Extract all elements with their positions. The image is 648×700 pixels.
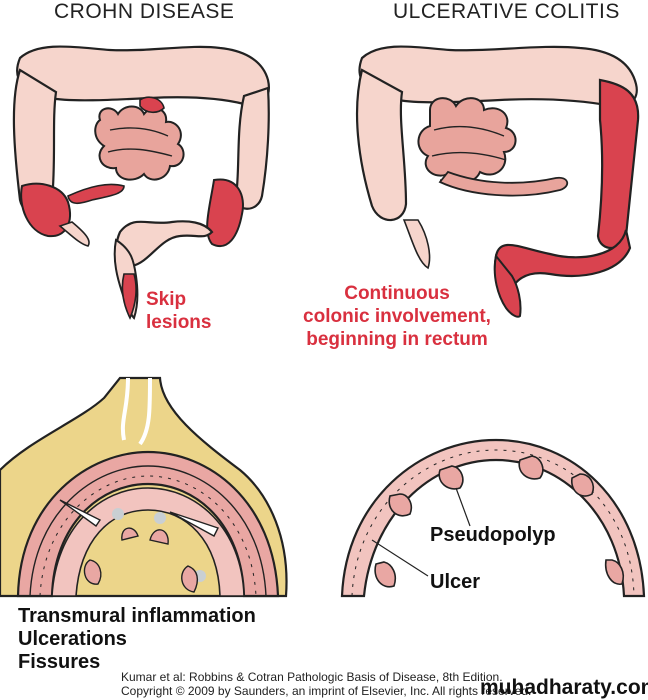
uc-ulcer-edge — [374, 561, 397, 588]
crohn-ulcer — [83, 559, 102, 585]
uc-pseudopolyp — [438, 465, 464, 490]
continuous-involvement-label: Continuous colonic involvement, beginnin… — [303, 283, 491, 350]
crohn-features-list: Transmural inflammation Ulcerations Fiss… — [18, 605, 256, 674]
pseudopolyp-label: Pseudopolyp — [430, 524, 556, 546]
uc-pseudopolyp — [518, 455, 544, 480]
crohn-ulcer — [121, 527, 139, 541]
crohn-ileal-lesion — [139, 96, 165, 114]
pseudopolyp-leader-line — [455, 487, 471, 527]
feature-ulcerations: Ulcerations — [18, 628, 127, 650]
uc-terminal-ileum — [438, 170, 569, 197]
uc-rectum — [493, 253, 522, 318]
uc-ascending-colon — [355, 68, 408, 222]
crohn-fissure — [169, 511, 219, 537]
crohn-title: CROHN DISEASE — [54, 0, 235, 23]
crohn-granuloma — [112, 508, 124, 520]
watermark: muhadharaty.com — [480, 676, 648, 699]
crohn-descending-colon — [234, 86, 270, 210]
crohn-appendix — [58, 221, 90, 247]
crohn-granuloma — [154, 512, 166, 524]
ulcer-label: Ulcer — [430, 571, 481, 593]
citation: Kumar et al: Robbins & Cotran Pathologic… — [121, 670, 532, 698]
crohn-rectal-lesion — [121, 273, 137, 320]
crohn-colon — [12, 45, 270, 320]
uc-appendix — [402, 219, 431, 270]
crohn-descending-lesion — [206, 178, 244, 247]
crohn-terminal-ileum-lesion — [67, 183, 125, 205]
uc-small-bowel — [417, 97, 517, 184]
uc-ulcer-edge — [604, 559, 625, 585]
ulcer-leader-line — [371, 539, 429, 577]
crohn-cross-section — [0, 376, 288, 598]
crohn-fissure — [59, 499, 102, 527]
uc-title: ULCERATIVE COLITIS — [393, 0, 620, 23]
feature-fissures: Fissures — [18, 651, 101, 673]
uc-colon — [355, 45, 640, 318]
skip-lesions-label: Skip lesions — [146, 289, 212, 333]
crohn-small-bowel — [94, 105, 185, 181]
crohn-ulcer — [149, 529, 169, 545]
crohn-ulcer — [181, 565, 199, 593]
feature-transmural: Transmural inflammation — [18, 605, 256, 627]
uc-descending-colon — [596, 78, 640, 250]
uc-pseudopolyp — [388, 493, 413, 517]
uc-cross-section — [340, 438, 646, 598]
uc-pseudopolyp — [571, 473, 595, 497]
uc-bowel-wall — [340, 438, 646, 598]
